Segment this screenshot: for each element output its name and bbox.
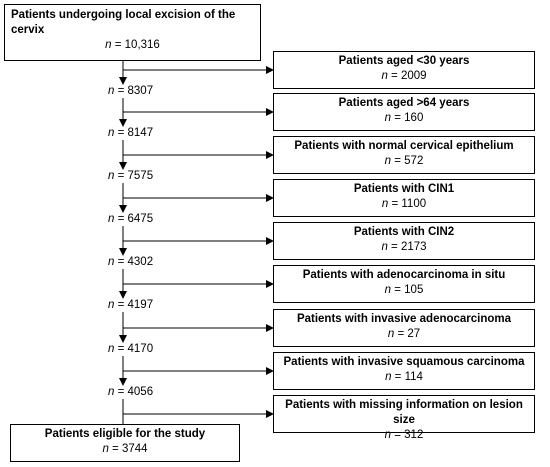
exclusion-n-label: n bbox=[384, 112, 392, 124]
exclusion-box-normal-epithelium: Patients with normal cervical epithelium… bbox=[273, 136, 535, 174]
final-box-count: n = 3744 bbox=[102, 443, 148, 455]
remaining-count-4: n = 6475 bbox=[108, 213, 154, 225]
exclusion-title: Patients aged >64 years bbox=[338, 97, 470, 109]
remaining-n-value: 6475 bbox=[127, 213, 154, 225]
remaining-n-label: n bbox=[108, 299, 115, 311]
remaining-count-2: n = 8147 bbox=[108, 127, 154, 139]
exclusion-count: n = 572 bbox=[384, 155, 424, 167]
remaining-n-label: n bbox=[108, 127, 115, 139]
exclusion-n-label: n bbox=[384, 284, 392, 296]
exclusion-box-age-over-64: Patients aged >64 years n = 160 bbox=[273, 93, 535, 131]
exclusion-count: n = 105 bbox=[384, 284, 424, 296]
exclusion-box-cin1: Patients with CIN1 n = 1100 bbox=[273, 179, 535, 217]
exclusion-title: Patients with CIN2 bbox=[353, 226, 455, 238]
exclusion-title: Patients with missing information on les… bbox=[285, 399, 523, 426]
exclusion-count: n = 160 bbox=[384, 112, 424, 124]
exclusion-title: Patients with invasive adenocarcinoma bbox=[296, 313, 512, 325]
remaining-n-value: 4056 bbox=[127, 386, 154, 398]
exclusion-title: Patients with invasive squamous carcinom… bbox=[283, 356, 525, 368]
remaining-count-8: n = 4056 bbox=[108, 386, 154, 398]
exclusion-box-adenocarcinoma-in-situ: Patients with adenocarcinoma in situ n =… bbox=[273, 265, 535, 303]
exclusion-n-label: n bbox=[381, 241, 388, 253]
exclusion-box-invasive-squamous: Patients with invasive squamous carcinom… bbox=[273, 352, 535, 390]
exclusion-count: n = 2009 bbox=[381, 70, 427, 82]
exclusion-count: n = 1100 bbox=[381, 198, 427, 210]
exclusion-count: n = 2173 bbox=[381, 241, 427, 253]
exclusion-n-label: n bbox=[381, 198, 389, 210]
exclusion-n-value: 114 bbox=[404, 371, 423, 383]
remaining-n-label: n bbox=[108, 343, 115, 355]
exclusion-n-label: n bbox=[384, 155, 392, 167]
remaining-count-7: n = 4170 bbox=[108, 343, 154, 355]
exclusion-n-value: 105 bbox=[404, 284, 424, 296]
exclusion-n-label: n bbox=[387, 328, 395, 340]
exclusion-n-value: 572 bbox=[404, 155, 424, 167]
exclusion-box-invasive-adenocarcinoma: Patients with invasive adenocarcinoma n … bbox=[273, 309, 535, 347]
start-n-label: n bbox=[105, 39, 112, 51]
exclusion-title: Patients aged <30 years bbox=[338, 55, 470, 67]
remaining-count-1: n = 8307 bbox=[108, 85, 154, 97]
exclusion-n-label: n bbox=[385, 371, 392, 383]
remaining-n-label: n bbox=[108, 256, 115, 268]
final-n-label: n bbox=[102, 443, 109, 455]
remaining-n-value: 7575 bbox=[127, 170, 154, 182]
remaining-n-value: 4170 bbox=[127, 343, 154, 355]
start-box-count: n = 10,316 bbox=[105, 39, 160, 51]
start-n-value: 10,316 bbox=[124, 39, 160, 51]
exclusion-count: n = 312 bbox=[384, 429, 424, 441]
final-box: Patients eligible for the study n = 3744 bbox=[10, 424, 240, 462]
exclusion-count: n = 114 bbox=[385, 371, 423, 383]
exclusion-n-value: 2173 bbox=[400, 241, 427, 253]
remaining-n-value: 4302 bbox=[127, 256, 154, 268]
exclusion-n-value: 1100 bbox=[401, 198, 427, 210]
start-box-title: Patients undergoing local excision of th… bbox=[11, 9, 236, 36]
remaining-n-label: n bbox=[108, 386, 115, 398]
remaining-count-6: n = 4197 bbox=[108, 299, 154, 311]
exclusion-box-missing-lesion-size: Patients with missing information on les… bbox=[273, 395, 535, 441]
remaining-count-3: n = 7575 bbox=[108, 170, 154, 182]
start-box: Patients undergoing local excision of th… bbox=[4, 4, 261, 61]
exclusion-n-value: 27 bbox=[407, 328, 421, 340]
remaining-n-label: n bbox=[108, 170, 115, 182]
exclusion-n-value: 160 bbox=[404, 112, 424, 124]
exclusion-title: Patients with CIN1 bbox=[353, 183, 455, 195]
exclusion-n-label: n bbox=[381, 70, 388, 82]
remaining-n-label: n bbox=[108, 213, 115, 225]
exclusion-count: n = 27 bbox=[387, 328, 421, 340]
exclusion-title: Patients with adenocarcinoma in situ bbox=[302, 269, 506, 281]
remaining-n-value: 4197 bbox=[127, 299, 154, 311]
connector-lines bbox=[119, 61, 274, 424]
remaining-n-value: 8147 bbox=[127, 127, 154, 139]
exclusion-box-cin2: Patients with CIN2 n = 2173 bbox=[273, 222, 535, 260]
remaining-count-5: n = 4302 bbox=[108, 256, 154, 268]
exclusion-title: Patients with normal cervical epithelium bbox=[294, 140, 514, 152]
exclusion-n-value: 2009 bbox=[400, 70, 427, 82]
exclusion-box-age-under-30: Patients aged <30 years n = 2009 bbox=[273, 51, 535, 89]
exclusion-n-label: n bbox=[384, 429, 392, 441]
remaining-n-value: 8307 bbox=[127, 85, 154, 97]
exclusion-n-value: 312 bbox=[404, 429, 424, 441]
remaining-n-label: n bbox=[108, 85, 115, 97]
final-box-title: Patients eligible for the study bbox=[44, 428, 206, 440]
final-n-value: 3744 bbox=[121, 443, 148, 455]
